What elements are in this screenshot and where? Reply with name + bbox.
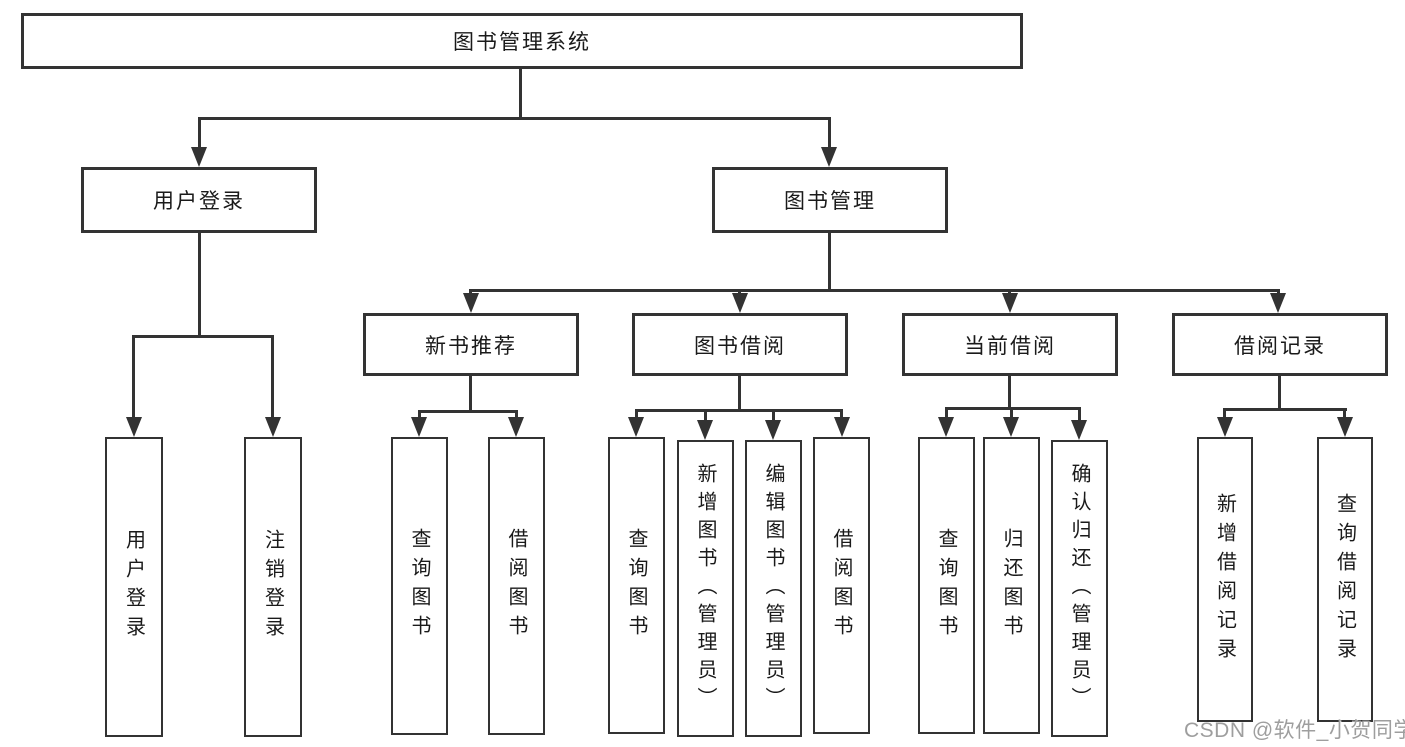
node-label: 用户登录 bbox=[122, 529, 145, 645]
arrow-down-icon bbox=[191, 147, 207, 167]
leaf-query-borrow-record: 查询借阅记录 bbox=[1317, 437, 1373, 722]
node-label: 用户登录 bbox=[153, 190, 245, 213]
connector-drop bbox=[1343, 408, 1346, 418]
node-root: 图书管理系统 bbox=[21, 13, 1023, 69]
connector-borrowrecords-bar bbox=[1223, 408, 1347, 411]
arrow-down-icon bbox=[1337, 417, 1353, 437]
connector-drop bbox=[1223, 408, 1226, 418]
connector-newbooks-stem bbox=[469, 376, 472, 410]
connector-bookborrow-bar bbox=[635, 409, 843, 412]
leaf-query-books-nb: 查询图书 bbox=[391, 437, 448, 735]
node-label: 查询图书 bbox=[625, 527, 647, 644]
node-label: 确认归还（管理员） bbox=[1068, 462, 1090, 715]
leaf-logout: 注销登录 bbox=[244, 437, 302, 737]
arrow-down-icon bbox=[765, 420, 781, 440]
connector-bookmgmt-bar bbox=[469, 289, 1280, 292]
connector-drop-book-mgmt bbox=[828, 117, 831, 149]
connector-drop bbox=[1277, 289, 1280, 296]
node-label: 归还图书 bbox=[1000, 527, 1022, 644]
connector-userlogin-stem bbox=[198, 232, 201, 335]
node-label: 借阅图书 bbox=[505, 528, 527, 644]
connector-drop bbox=[271, 335, 274, 419]
node-label: 新增借阅记录 bbox=[1213, 492, 1236, 667]
connector-currentborrow-stem bbox=[1008, 376, 1011, 407]
connector-bookborrow-stem bbox=[738, 376, 741, 409]
leaf-user-login: 用户登录 bbox=[105, 437, 163, 737]
leaf-confirm-return-admin: 确认归还（管理员） bbox=[1051, 440, 1108, 737]
arrow-down-icon bbox=[1270, 293, 1286, 313]
connector-drop bbox=[772, 409, 775, 421]
node-label: 图书管理系统 bbox=[453, 31, 591, 54]
arrow-down-icon bbox=[628, 417, 644, 437]
leaf-return-book: 归还图书 bbox=[983, 437, 1040, 734]
arrow-down-icon bbox=[411, 417, 427, 437]
arrow-down-icon bbox=[938, 417, 954, 437]
leaf-query-books-bb: 查询图书 bbox=[608, 437, 665, 734]
node-borrow-records: 借阅记录 bbox=[1172, 313, 1388, 376]
leaf-add-borrow-record: 新增借阅记录 bbox=[1197, 437, 1253, 722]
arrow-down-icon bbox=[463, 293, 479, 313]
connector-currentborrow-bar bbox=[945, 407, 1081, 410]
leaf-edit-book-admin: 编辑图书（管理员） bbox=[745, 440, 802, 737]
connector-bookmgmt-stem bbox=[828, 232, 831, 289]
connector-drop bbox=[418, 410, 421, 419]
connector-drop bbox=[635, 409, 638, 418]
node-label: 借阅记录 bbox=[1234, 334, 1326, 358]
arrow-down-icon bbox=[697, 420, 713, 440]
leaf-borrow-books-bb: 借阅图书 bbox=[813, 437, 870, 734]
arrow-down-icon bbox=[126, 417, 142, 437]
node-label: 查询借阅记录 bbox=[1333, 492, 1356, 667]
node-label: 查询图书 bbox=[408, 528, 430, 644]
node-label: 图书借阅 bbox=[694, 334, 786, 358]
connector-drop bbox=[1078, 407, 1081, 421]
node-user-login: 用户登录 bbox=[81, 167, 317, 233]
connector-drop bbox=[515, 410, 518, 419]
leaf-add-book-admin: 新增图书（管理员） bbox=[677, 440, 734, 737]
arrow-down-icon bbox=[1002, 293, 1018, 313]
arrow-down-icon bbox=[834, 417, 850, 437]
connector-drop bbox=[469, 289, 472, 296]
connector-drop bbox=[840, 409, 843, 418]
connector-root-bar bbox=[198, 117, 831, 120]
connector-drop bbox=[704, 409, 707, 421]
leaf-query-books-cb: 查询图书 bbox=[918, 437, 975, 734]
node-book-mgmt: 图书管理 bbox=[712, 167, 948, 233]
connector-drop bbox=[738, 289, 741, 296]
node-new-books: 新书推荐 bbox=[363, 313, 579, 376]
arrow-down-icon bbox=[508, 417, 524, 437]
leaf-borrow-books-nb: 借阅图书 bbox=[488, 437, 545, 735]
arrow-down-icon bbox=[1003, 417, 1019, 437]
node-current-borrow: 当前借阅 bbox=[902, 313, 1118, 376]
node-label: 编辑图书（管理员） bbox=[762, 462, 784, 715]
connector-drop-user-login bbox=[198, 117, 201, 149]
arrow-down-icon bbox=[1071, 420, 1087, 440]
arrow-down-icon bbox=[1217, 417, 1233, 437]
node-label: 新增图书（管理员） bbox=[694, 462, 716, 715]
node-label: 注销登录 bbox=[261, 529, 284, 645]
arrow-down-icon bbox=[732, 293, 748, 313]
node-label: 新书推荐 bbox=[425, 334, 517, 358]
node-label: 借阅图书 bbox=[830, 527, 852, 644]
connector-drop bbox=[1008, 289, 1011, 296]
connector-drop bbox=[132, 335, 135, 419]
node-label: 查询图书 bbox=[935, 527, 957, 644]
arrow-down-icon bbox=[821, 147, 837, 167]
connector-borrowrecords-stem bbox=[1278, 376, 1281, 408]
arrow-down-icon bbox=[265, 417, 281, 437]
connector-userlogin-bar bbox=[132, 335, 274, 338]
node-book-borrow: 图书借阅 bbox=[632, 313, 848, 376]
node-label: 图书管理 bbox=[784, 190, 876, 213]
connector-root-stem bbox=[519, 69, 522, 117]
connector-newbooks-bar bbox=[418, 410, 518, 413]
connector-drop bbox=[1010, 407, 1013, 418]
connector-drop bbox=[945, 407, 948, 418]
watermark: CSDN @软件_小贺同学 bbox=[1184, 719, 1405, 742]
node-label: 当前借阅 bbox=[964, 334, 1056, 358]
